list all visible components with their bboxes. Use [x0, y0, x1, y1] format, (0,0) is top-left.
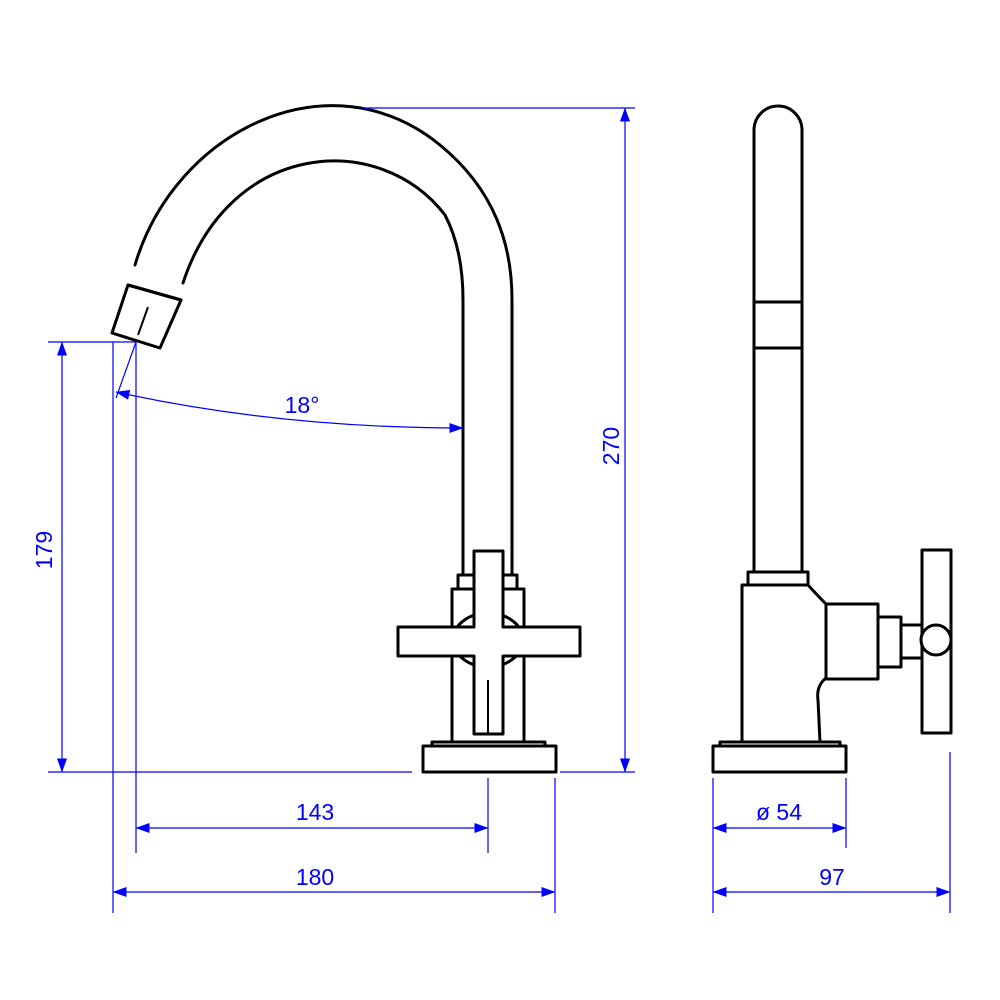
side-spout — [752, 104, 804, 574]
front-view — [110, 104, 582, 774]
label-18deg: 18° — [285, 392, 320, 418]
label-diameter-54: ø 54 — [756, 799, 802, 825]
side-handle-hub — [919, 623, 953, 657]
spout-outer-contour — [133, 104, 514, 577]
label-143: 143 — [296, 799, 334, 825]
side-view — [711, 104, 953, 774]
dim-arc-18 — [115, 390, 464, 433]
label-270: 270 — [598, 427, 624, 465]
side-base-plate — [711, 744, 848, 774]
spout-inner-contour — [181, 159, 465, 577]
base-plate — [421, 744, 558, 774]
label-97: 97 — [819, 864, 845, 890]
side-handle-stem — [899, 623, 924, 660]
side-bonnet — [824, 602, 880, 681]
side-bonnet-step — [876, 615, 903, 669]
aerator-axis — [137, 306, 149, 336]
dimension-labels: 18° 270 179 143 180 ø 54 97 — [31, 392, 845, 890]
cross-handle — [396, 549, 582, 736]
label-179: 179 — [31, 531, 57, 569]
label-180: 180 — [296, 864, 334, 890]
aerator — [110, 283, 183, 350]
side-collar — [746, 570, 810, 587]
side-valve-body — [740, 583, 828, 744]
dimension-lines — [48, 107, 951, 913]
